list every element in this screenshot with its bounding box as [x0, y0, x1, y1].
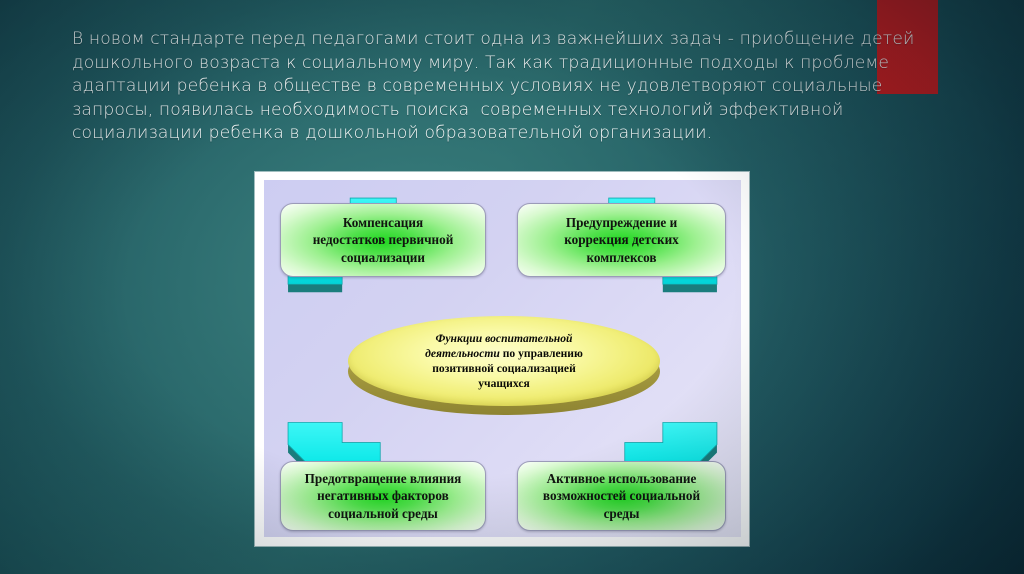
- diagram-node-active-use: Активное использование возможностей соци…: [517, 461, 726, 531]
- diagram-canvas: Функции воспитательной деятельности по у…: [264, 180, 741, 537]
- center-line-3: позитивной социализацией: [432, 362, 576, 375]
- center-line-4: учащихся: [478, 377, 530, 390]
- diagram-node-label: Активное использование возможностей соци…: [542, 471, 701, 521]
- center-line-1: Функции воспитательной: [435, 332, 573, 345]
- slide-body-text: В новом стандарте перед педагогами стоит…: [72, 29, 920, 144]
- center-ellipse-label: Функции воспитательной деятельности по у…: [357, 331, 650, 391]
- center-ellipse: Функции воспитательной деятельности по у…: [348, 316, 660, 406]
- diagram-node-label: Компенсация недостатков первичной социал…: [312, 215, 454, 265]
- center-line-2-emphasis: деятельности: [425, 347, 500, 360]
- diagram-image: Функции воспитательной деятельности по у…: [255, 172, 749, 546]
- diagram-node-prevention-correction: Предупреждение и коррекция детских компл…: [517, 203, 726, 277]
- diagram-node-label: Предупреждение и коррекция детских компл…: [564, 215, 679, 265]
- diagram-node-compensation: Компенсация недостатков первичной социал…: [280, 203, 486, 277]
- center-line-2-rest: по управлению: [499, 347, 583, 360]
- diagram-node-negative-factors: Предотвращение влияния негативных фактор…: [280, 461, 486, 531]
- diagram-node-label: Предотвращение влияния негативных фактор…: [304, 471, 462, 521]
